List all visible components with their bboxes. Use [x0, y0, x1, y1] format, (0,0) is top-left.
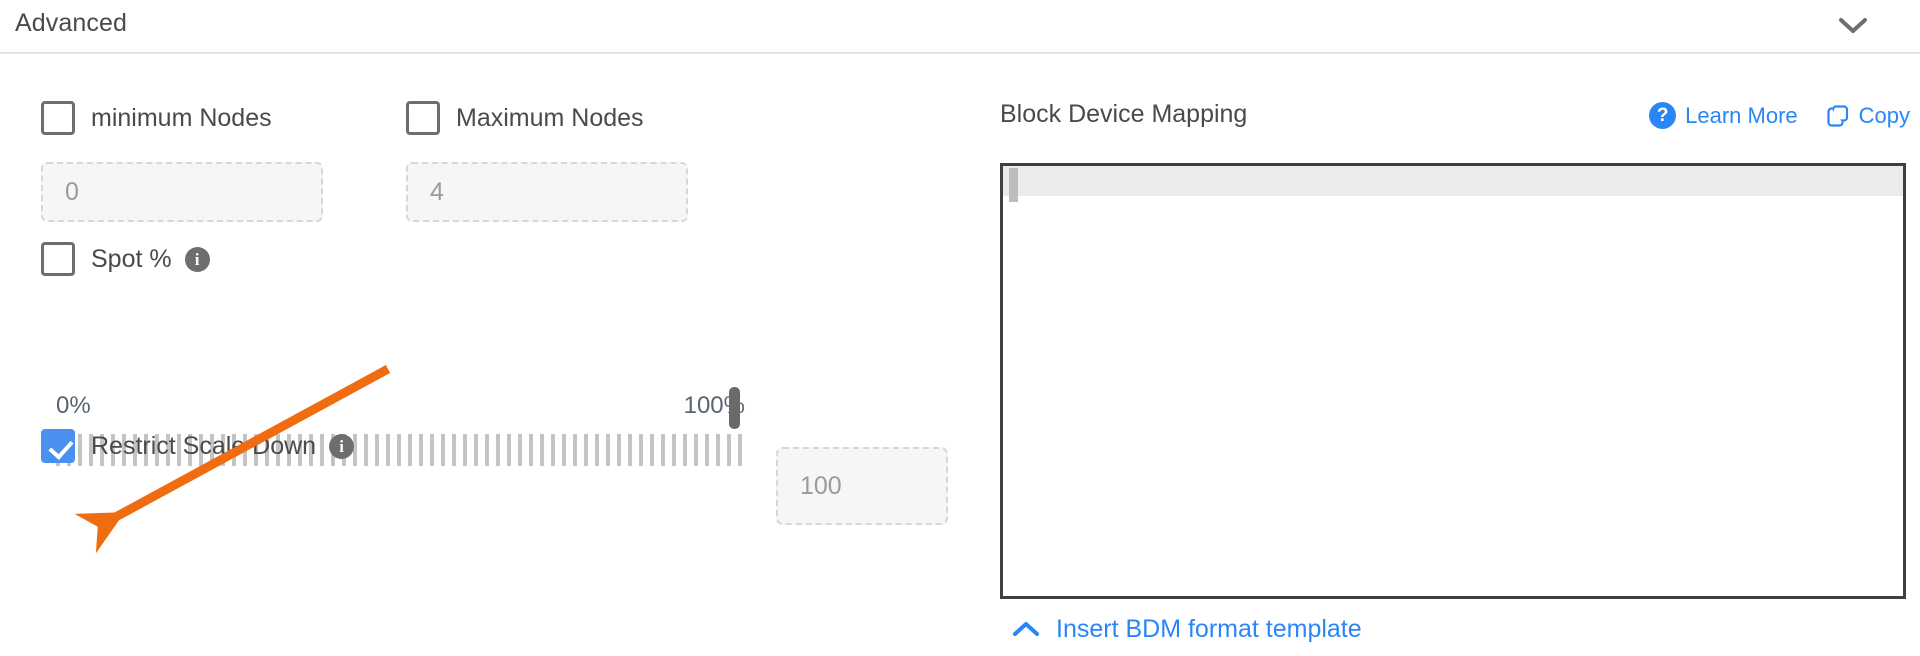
copy-label: Copy	[1858, 102, 1910, 128]
info-icon[interactable]: i	[329, 433, 355, 459]
copy-icon	[1826, 104, 1850, 128]
panel-header[interactable]: Advanced	[0, 0, 1920, 52]
chevron-up-icon	[1012, 616, 1040, 644]
question-circle-icon: ?	[1649, 102, 1677, 129]
max-nodes-checkbox[interactable]	[406, 101, 440, 135]
editor-active-line	[1003, 166, 1903, 196]
copy-button[interactable]: Copy	[1826, 103, 1910, 129]
spot-percent-value-input[interactable]	[776, 447, 948, 525]
header-divider	[0, 52, 1920, 54]
min-nodes-input[interactable]	[41, 162, 323, 222]
page-title: Advanced	[15, 9, 127, 37]
max-nodes-input[interactable]	[406, 162, 688, 222]
scaling-options-column: minimum Nodes Maximum Nodes Spot % i 0% …	[0, 52, 960, 656]
info-icon[interactable]: i	[184, 246, 210, 272]
chevron-down-icon[interactable]	[1835, 8, 1871, 44]
insert-bdm-template-label: Insert BDM format template	[1056, 615, 1362, 643]
slider-min-label: 0%	[56, 392, 91, 419]
spot-percent-checkbox[interactable]	[41, 242, 75, 276]
insert-bdm-template-link[interactable]: Insert BDM format template	[1012, 615, 1362, 644]
min-nodes-row: minimum Nodes	[41, 101, 272, 135]
min-nodes-label: minimum Nodes	[91, 103, 272, 132]
restrict-scale-down-checkbox[interactable]	[41, 429, 75, 463]
block-device-mapping-column: Block Device Mapping ? Learn More Copy	[1000, 52, 1920, 656]
spot-percent-row: Spot % i	[41, 242, 210, 276]
bdm-actions: ? Learn More Copy	[1649, 102, 1910, 129]
min-nodes-checkbox[interactable]	[41, 101, 75, 135]
spot-percent-label: Spot %	[91, 244, 172, 273]
editor-cursor-marker	[1009, 168, 1018, 202]
learn-more-link[interactable]: ? Learn More	[1649, 102, 1798, 129]
max-nodes-row: Maximum Nodes	[406, 101, 644, 135]
restrict-scale-down-label: Restrict Scale Down	[91, 431, 317, 460]
max-nodes-label: Maximum Nodes	[456, 103, 644, 132]
slider-thumb[interactable]	[729, 387, 740, 429]
block-device-mapping-title: Block Device Mapping	[1000, 100, 1248, 128]
learn-more-label: Learn More	[1685, 102, 1798, 128]
block-device-mapping-editor[interactable]	[1000, 163, 1906, 599]
restrict-scale-down-row: Restrict Scale Down i	[41, 429, 355, 463]
